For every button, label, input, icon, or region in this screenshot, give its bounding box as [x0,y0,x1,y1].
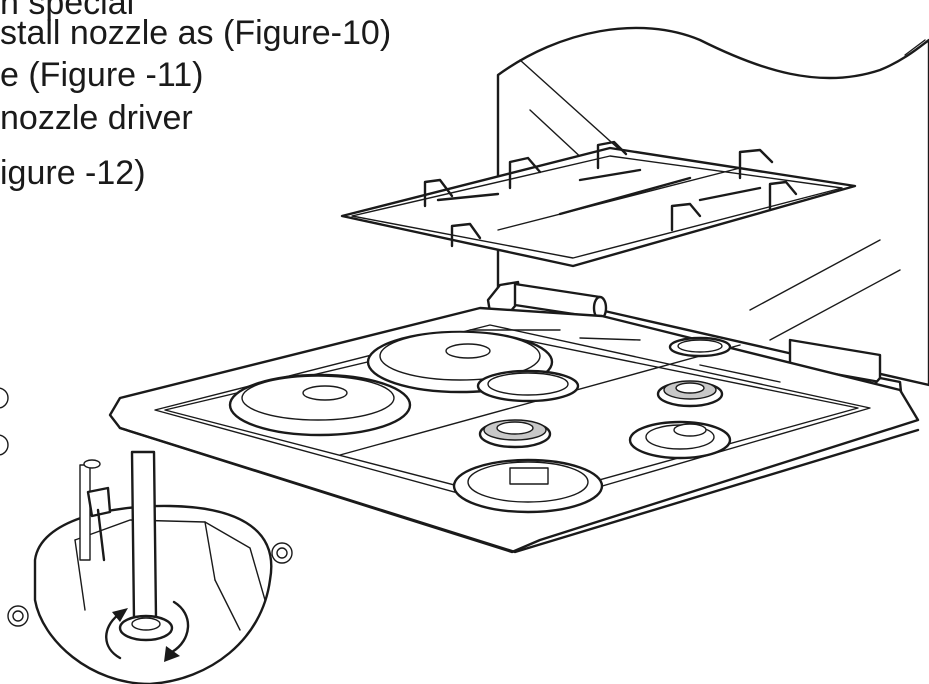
small-hotplate [228,373,412,437]
pan-support-grid [340,140,857,268]
instruction-line-4: nozzle driver [0,99,193,137]
burner-cap-loose [476,369,580,403]
screw-edge-mid [0,434,9,456]
rotate-left-arrow [105,613,122,660]
gas-burner-right-rear [656,380,724,408]
screw-right [271,542,293,564]
rotate-left-arrowhead [112,608,128,622]
screw-bottom-left [7,605,29,627]
gas-burner-right-front [628,420,732,460]
screw-edge-top [0,387,9,409]
left-hinge [486,280,608,321]
instruction-line-3: e (Figure -11) [0,56,204,94]
glass-reflection-line [904,39,926,56]
control-marking [699,364,781,383]
rotate-right-arrowhead [164,646,180,662]
gas-burner-center [478,419,552,449]
control-marking [579,337,641,341]
nozzle-detail-view [33,450,273,684]
glass-reflection-line [519,59,621,151]
gas-burner-front [452,458,604,514]
glass-reflection-line [749,239,881,311]
glass-reflection-line [769,269,901,341]
burner-cap-rear [668,336,732,358]
instruction-line-2: stall nozzle as (Figure-10) [0,14,392,52]
instruction-line-1: n special [0,0,135,22]
instruction-line-5: igure -12) [0,154,146,192]
rotate-right-arrow [170,600,190,654]
